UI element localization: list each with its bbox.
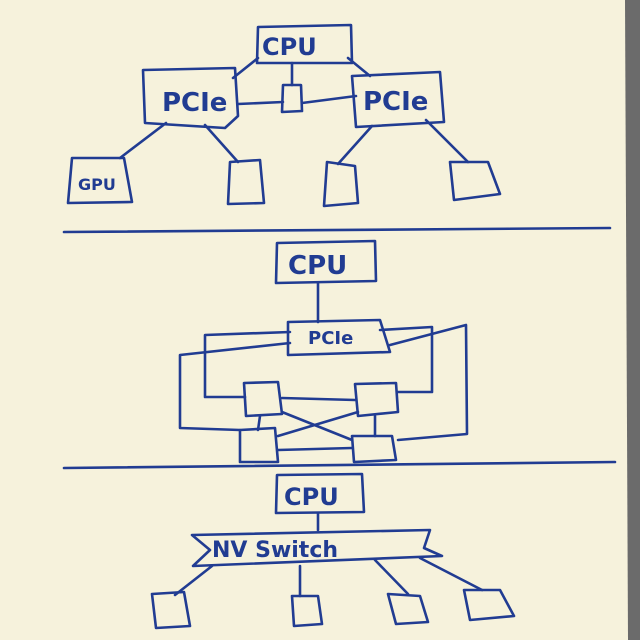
- top-pcie-left-to-gpu: [118, 121, 168, 160]
- top-pcie-right-to-leaf-b: [424, 118, 470, 164]
- mid-outer-loop-right: [378, 325, 434, 394]
- mid-link-left: [256, 414, 262, 432]
- bottom-device-box-4: [462, 588, 516, 622]
- mid-gpu-box-br: [350, 434, 398, 464]
- mid-outer-loop-left-2: [178, 341, 292, 432]
- bottom-switch-to-device-4: [418, 556, 484, 592]
- bottom-device-box-2: [290, 594, 324, 628]
- top-pcie-left-box: [141, 66, 240, 130]
- mid-gpu-box-tr: [353, 381, 400, 418]
- divider-top: [62, 226, 612, 234]
- top-bridge-to-pcie-right: [300, 94, 358, 105]
- divider-bottom: [62, 460, 617, 470]
- mid-link-diag-1: [280, 410, 354, 442]
- top-gpu-box: [66, 156, 134, 205]
- top-cpu-box: [255, 23, 354, 65]
- mid-gpu-box-bl: [238, 426, 280, 464]
- top-cpu-to-pcie-right: [346, 56, 372, 78]
- top-diagram: [62, 23, 612, 234]
- bottom-cpu-label: CPU: [284, 483, 339, 511]
- top-device-box-3: [448, 160, 502, 202]
- bottom-cpu-box: [274, 472, 366, 515]
- mid-cpu-label: CPU: [288, 251, 347, 281]
- top-gpu-label: GPU: [78, 175, 116, 194]
- mid-gpu-box-tl: [242, 380, 284, 418]
- top-pcie-left-label: PCIe: [162, 88, 227, 118]
- mid-outer-loop-right-2: [388, 323, 469, 442]
- top-cpu-to-pcie-left: [231, 56, 260, 80]
- top-bridge-to-pcie-left: [236, 100, 285, 106]
- bottom-diagram: [150, 472, 516, 630]
- top-pcie-right-to-leaf-a: [336, 124, 374, 166]
- mid-outer-loop-left: [203, 330, 292, 399]
- mid-link-diag-2: [276, 410, 360, 438]
- bottom-device-box-3: [386, 592, 430, 626]
- top-pcie-right-box: [350, 70, 446, 129]
- top-device-box-2: [322, 160, 360, 208]
- bottom-switch-to-device-1: [173, 564, 214, 597]
- bottom-device-box-1: [150, 590, 192, 630]
- top-pcie-left-to-leaf: [203, 123, 240, 164]
- bottom-switch-to-device-3: [373, 558, 410, 596]
- top-device-box-1: [226, 158, 266, 206]
- mid-link-top: [280, 396, 357, 402]
- mid-pcie-label: PCIe: [308, 328, 353, 349]
- top-pcie-right-label: PCIe: [363, 87, 428, 117]
- paper-edge-shadow: [625, 0, 640, 640]
- mid-link-bottom: [276, 446, 354, 452]
- middle-diagram: [62, 239, 617, 470]
- bottom-switch-label: NV Switch: [212, 538, 338, 563]
- mid-cpu-box: [274, 239, 378, 285]
- top-cpu-label: CPU: [262, 33, 317, 61]
- bottom-switch-box: [190, 528, 444, 568]
